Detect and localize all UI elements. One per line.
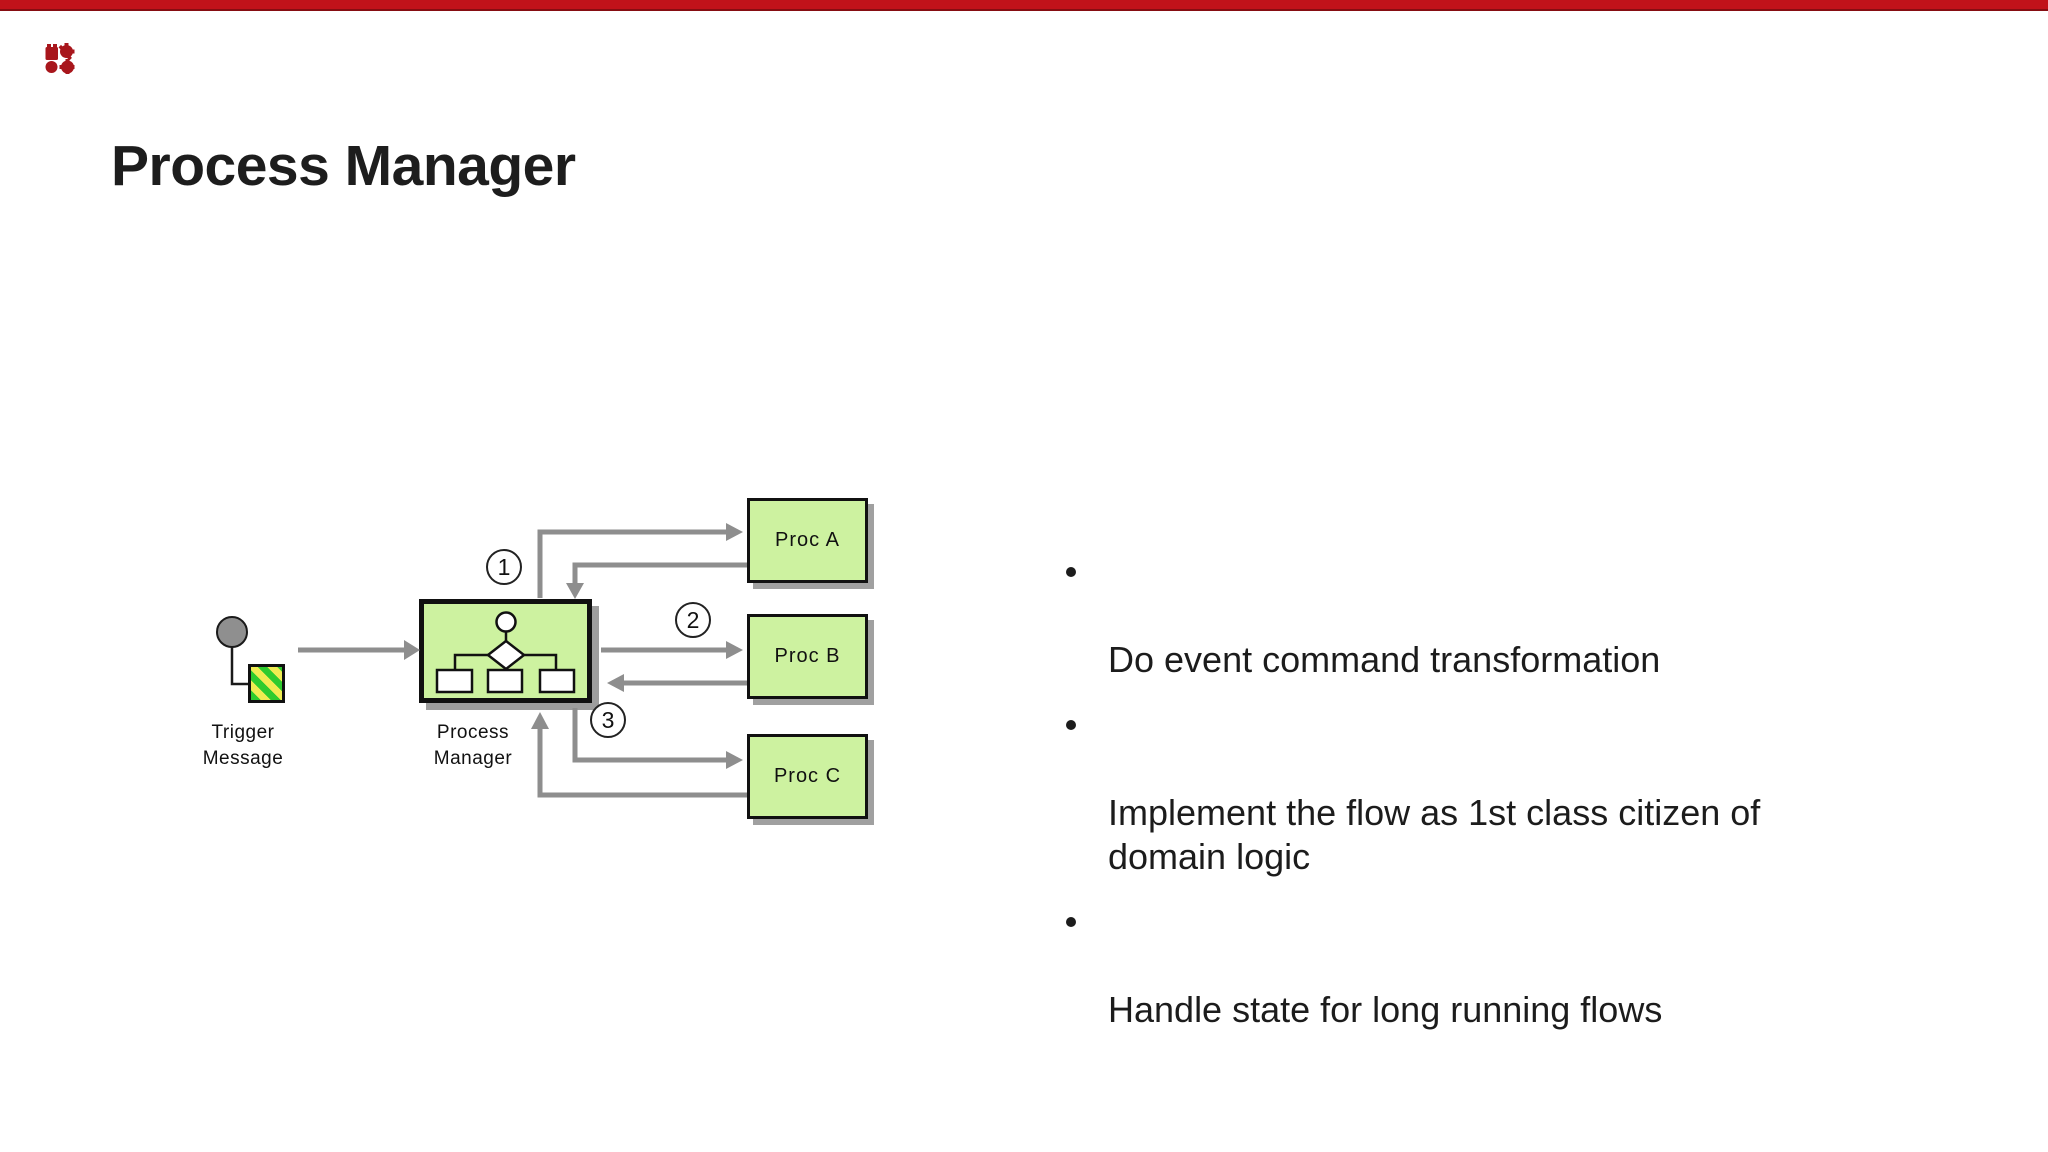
step-2-label: 2: [686, 606, 700, 633]
step-1-label: 1: [497, 553, 511, 580]
bullet-text: Implement the flow as 1st class citizen …: [1108, 792, 1761, 877]
proc-a-box: Proc A: [747, 498, 868, 583]
arrow-proc-c-to-pm: [537, 729, 747, 798]
proc-b-label: Proc B: [774, 645, 841, 667]
bullet-text: Handle state for long running flows: [1108, 989, 1663, 1030]
step-number-1: 1: [486, 549, 522, 585]
bullet-item: Handle state for long running flows: [1065, 900, 1985, 1032]
bullet-item: Do event command transformation: [1065, 550, 1985, 682]
bullet-dot-icon: [1066, 917, 1076, 927]
trigger-message-icon: [216, 616, 248, 648]
process-manager-label: Process Manager: [433, 722, 513, 769]
trigger-connector-line: [230, 646, 248, 686]
page-title: Process Manager: [111, 134, 576, 198]
process-manager-box: [419, 599, 592, 703]
bullet-dot-icon: [1066, 720, 1076, 730]
proc-c-label: Proc C: [773, 765, 842, 787]
bullet-item: Implement the flow as 1st class citizen …: [1065, 703, 1985, 879]
bullet-text: Do event command transformation: [1108, 639, 1661, 680]
arrow-pm-to-proc-a: [537, 529, 726, 598]
proc-a-label: Proc A: [775, 529, 840, 551]
arrow-proc-a-to-pm: [572, 562, 747, 583]
bullet-list: Do event command transformation Implemen…: [1065, 550, 1985, 1053]
bullet-dot-icon: [1066, 567, 1076, 577]
trigger-message-label: Trigger Message: [202, 722, 284, 769]
trigger-message-square-icon: [248, 664, 285, 703]
gears-logo-icon: [45, 43, 75, 74]
proc-b-box: Proc B: [747, 614, 868, 699]
proc-c-box: Proc C: [747, 734, 868, 819]
top-red-bar: [0, 0, 2048, 11]
step-3-label: 3: [601, 706, 615, 733]
step-number-2: 2: [675, 602, 711, 638]
step-number-3: 3: [590, 702, 626, 738]
